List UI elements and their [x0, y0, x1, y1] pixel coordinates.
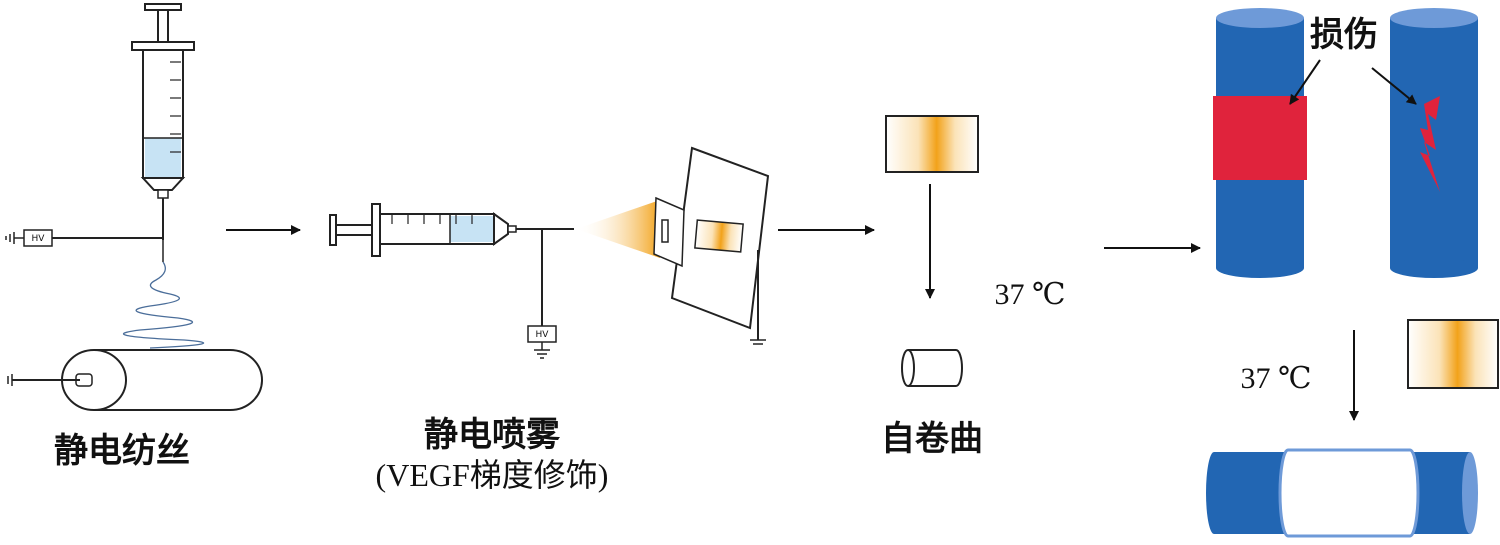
fiber-jet-icon — [122, 261, 205, 349]
hv-label: HV — [536, 330, 550, 340]
collector-plate-icon — [653, 146, 770, 345]
rolled-tube-icon — [901, 349, 963, 387]
injury-label: 损伤 — [1310, 15, 1378, 55]
step-label-electrospinning: 静电纺丝 — [54, 431, 190, 471]
wrap-step: 37 ℃ — [1206, 319, 1499, 538]
hv-label: HV — [32, 234, 46, 244]
injury-pointer-right — [1371, 67, 1417, 105]
step-label-electrospray: 静电喷雾 — [424, 415, 561, 455]
step-label-self-rolling: 自卷曲 — [881, 419, 983, 459]
self-rolling-step: 37 ℃ 自卷曲 — [881, 115, 1066, 459]
electrospinning-apparatus: HV 静电纺丝 — [5, 3, 263, 471]
wrapped-vessel-icon — [1206, 448, 1478, 538]
collector-drum-icon — [7, 349, 263, 411]
spray-cone-icon — [576, 200, 660, 258]
step-sublabel-electrospray: (VEGF梯度修饰) — [376, 457, 609, 493]
vessel-left-icon — [1213, 8, 1307, 278]
horizontal-syringe-icon — [329, 203, 574, 257]
tear-injury-icon — [1420, 96, 1440, 192]
electrospray-apparatus: HV 静电喷雾 (VEGF梯度修饰) — [329, 146, 770, 493]
vegf-membrane-icon — [1407, 319, 1499, 389]
vegf-membrane-icon — [885, 115, 979, 173]
injury-pointer-left — [1289, 59, 1321, 105]
temperature-label-2: 37 ℃ — [1240, 362, 1311, 395]
vessel-right-icon — [1390, 8, 1478, 278]
vertical-syringe-icon — [131, 3, 195, 240]
temperature-label-1: 37 ℃ — [994, 278, 1065, 311]
injury-step: 损伤 — [1213, 8, 1478, 278]
